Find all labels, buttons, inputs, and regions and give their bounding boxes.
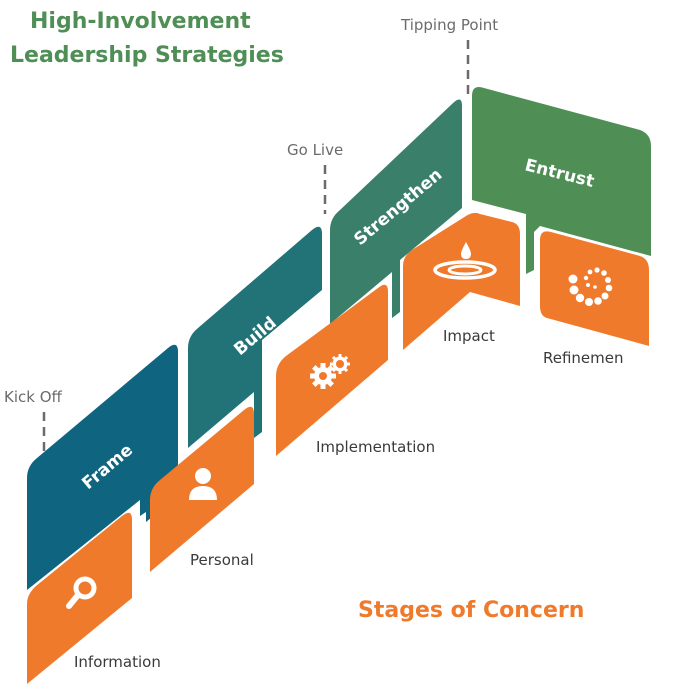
strategy-build-panel — [188, 226, 322, 448]
concern-information-label: Information — [74, 653, 161, 671]
strategy-strengthen-panel — [330, 99, 462, 324]
ripple-icon — [433, 242, 497, 280]
milestone-kick-off: Kick Off — [4, 388, 63, 406]
strategy-entrust-panel — [472, 87, 651, 274]
spiral-icon — [568, 267, 613, 306]
concern-personal-label: Personal — [190, 551, 254, 569]
gears-icon — [310, 354, 350, 389]
magnifier-icon — [66, 576, 97, 609]
strategy-frame-panel — [27, 344, 178, 590]
concern-information-panel — [27, 512, 132, 684]
milestone-tipping-point: Tipping Point — [400, 16, 498, 34]
person-icon — [189, 468, 217, 500]
concern-refinement-label: Refinemen — [543, 349, 624, 367]
concern-implementation-label: Implementation — [316, 438, 435, 456]
concern-impact-label: Impact — [443, 327, 495, 345]
strategies-title-line2: Leadership Strategies — [10, 43, 284, 68]
strategies-title-line1: High-Involvement — [30, 9, 251, 34]
concern-title: Stages of Concern — [358, 598, 584, 623]
concern-impact-panel — [403, 212, 520, 350]
milestone-go-live: Go Live — [287, 141, 343, 159]
